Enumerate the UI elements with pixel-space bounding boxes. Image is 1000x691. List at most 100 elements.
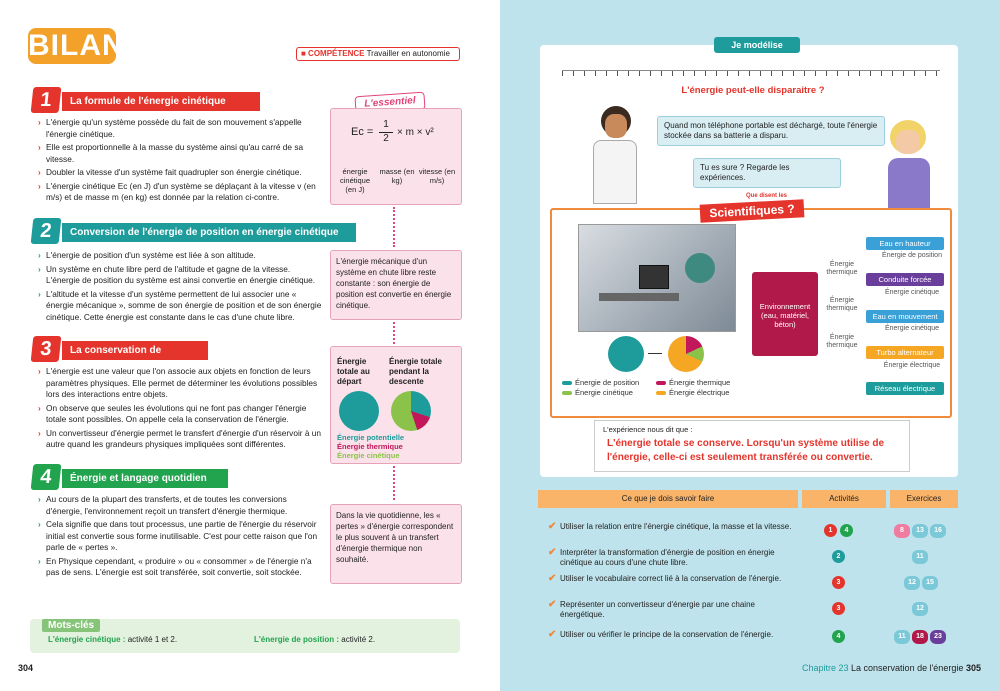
exercise-badge[interactable]: 15 xyxy=(922,576,938,590)
formula-lhs: Ec = xyxy=(351,126,374,138)
section-2-text: L'énergie de position d'un système est l… xyxy=(38,250,322,325)
pie-start xyxy=(339,391,379,431)
legend-thermal: Énergie thermique xyxy=(656,378,730,387)
section-title: Énergie et langage quotidien xyxy=(62,469,228,488)
legend-kinetic: Énergie cinétique xyxy=(337,451,400,460)
experiment-photo xyxy=(578,224,736,332)
chapter-title: La conservation de l'énergie xyxy=(848,663,964,673)
flow-water-high: Eau en hauteur xyxy=(866,237,944,250)
box-mechanical-energy: L'énergie mécanique d'un système en chut… xyxy=(330,250,462,320)
exercise-badge[interactable]: 11 xyxy=(912,550,928,564)
section-number: 4 xyxy=(30,464,62,490)
legend-label: Énergie thermique xyxy=(669,378,731,387)
legend-label: Énergie de position xyxy=(575,378,640,387)
exercise-badge[interactable]: 18 xyxy=(912,630,928,644)
keyword-1: L'énergie cinétique : activité 1 et 2. xyxy=(48,635,177,644)
section-4-text: Au cours de la plupart des transferts, e… xyxy=(38,494,322,581)
bullet: Doubler la vitesse d'un système fait qua… xyxy=(38,167,318,179)
exercise-badge[interactable]: 11 xyxy=(894,630,910,644)
bullet: Elle est proportionnelle à la masse du s… xyxy=(38,142,318,165)
pie-position xyxy=(608,336,644,372)
keyword-2: L'énergie de position : activité 2. xyxy=(254,635,375,644)
flow-label: Énergie électrique xyxy=(883,362,941,369)
exercise-badge[interactable]: 16 xyxy=(930,524,946,538)
row-text: Interpréter la transformation d'énergie … xyxy=(560,548,775,567)
activity-badge[interactable]: 3 xyxy=(832,602,845,615)
formula-box: Ec = 1 2 × m × v² énergie cinétique (en … xyxy=(330,108,462,205)
activity-badge[interactable]: 4 xyxy=(840,524,853,537)
flow-grid: Réseau électrique xyxy=(866,382,944,395)
check-icon: ✔ xyxy=(548,599,557,610)
page-number-right: 305 xyxy=(966,663,982,673)
row-text: Utiliser le vocabulaire correct lié à la… xyxy=(560,574,782,583)
keyword-term: L'énergie de position : xyxy=(254,635,340,644)
formula-label-mass: masse (en kg) xyxy=(379,167,415,185)
section-1-text: L'énergie qu'un système possède du fait … xyxy=(38,117,318,206)
legend-potential: Énergie potentielle xyxy=(337,433,405,442)
pie-header-start: Énergie totale au départ xyxy=(337,357,370,386)
page-number-left: 304 xyxy=(18,663,34,673)
scientists-pre: Que disent les xyxy=(744,193,790,199)
bullet: L'altitude et la vitesse d'un système pe… xyxy=(38,289,322,324)
pie-header-descent: Énergie totale pendant la descente xyxy=(389,357,442,386)
character-girl xyxy=(880,120,936,208)
table-header-skills: Ce que je dois savoir faire xyxy=(538,490,798,508)
dotted-connector xyxy=(393,322,395,344)
bullet: Un convertisseur d'énergie permet le tra… xyxy=(38,428,322,451)
flow-penstock: Conduite forcée xyxy=(866,273,944,286)
check-icon: ✔ xyxy=(548,629,557,640)
competence-tag: ■ COMPÉTENCE Travailler en autonomie xyxy=(296,47,460,61)
exercise-badge[interactable]: 12 xyxy=(904,576,920,590)
thermal-label: Énergie thermique xyxy=(826,261,858,276)
activity-badge[interactable]: 4 xyxy=(832,630,845,643)
formula-denominator: 2 xyxy=(383,133,389,144)
flow-label: Énergie cinétique xyxy=(884,325,940,332)
row-text: Utiliser la relation entre l'énergie cin… xyxy=(560,522,792,531)
competence-label: ■ COMPÉTENCE xyxy=(301,49,365,58)
conclusion-intro: L'expérience nous dit que : xyxy=(603,425,693,434)
bullet: On observe que seules les évolutions qui… xyxy=(38,403,322,426)
bullet: Un système en chute libre perd de l'alti… xyxy=(38,264,322,287)
chapter-footer: Chapitre 23 La conservation de l'énergie xyxy=(802,663,963,673)
flow-turbo: Turbo alternateur xyxy=(866,346,944,359)
legend-label: Énergie électrique xyxy=(669,388,730,397)
flow-label: Énergie cinétique xyxy=(884,289,940,296)
keyword-ref: activité 1 et 2. xyxy=(125,635,178,644)
activity-badge[interactable]: 3 xyxy=(832,576,845,589)
activity-badge[interactable]: 1 xyxy=(824,524,837,537)
conclusion-box: L'expérience nous dit que : L'énergie to… xyxy=(594,420,910,472)
keywords-title: Mots-clés xyxy=(42,619,101,632)
flow-label: Énergie de position xyxy=(882,252,942,259)
bullet: L'énergie de position d'un système est l… xyxy=(38,250,322,262)
ruler-decoration xyxy=(562,70,940,76)
legend-kinetic: Énergie cinétique xyxy=(562,388,633,397)
skills-table: Ce que je dois savoir faire Activités Ex… xyxy=(538,490,958,650)
character-scientist xyxy=(585,106,645,204)
section-number: 2 xyxy=(30,218,62,244)
je-modelise-title: Je modélise xyxy=(714,37,800,53)
exercise-badge[interactable]: 13 xyxy=(912,524,928,538)
chapter-number: Chapitre 23 xyxy=(802,663,849,673)
formula-label-speed: vitesse (en m/s) xyxy=(418,167,456,185)
section-title: La conservation de l'énergie xyxy=(62,341,208,375)
keyword-ref: activité 2. xyxy=(339,635,376,644)
section-number: 1 xyxy=(30,87,62,113)
exercise-badge[interactable]: 12 xyxy=(912,602,928,616)
fraction-bar xyxy=(379,132,393,133)
legend-thermal: Énergie thermique xyxy=(337,442,403,451)
exercise-badge[interactable]: 8 xyxy=(894,524,910,538)
question: L'énergie peut-elle disparaitre ? xyxy=(681,85,825,96)
exercise-badge[interactable]: 23 xyxy=(930,630,946,644)
pie-mixed xyxy=(668,336,704,372)
row-text: Représenter un convertisseur d'énergie p… xyxy=(560,600,755,619)
table-header-exercises: Exercices xyxy=(890,490,958,508)
speech-bubble-1: Quand mon téléphone portable est décharg… xyxy=(657,116,885,146)
check-icon: ✔ xyxy=(548,547,557,558)
row-text: Utiliser ou vérifier le principe de la c… xyxy=(560,630,774,639)
section-3-text: L'énergie est une valeur que l'on associ… xyxy=(38,366,322,453)
activity-badge[interactable]: 2 xyxy=(832,550,845,563)
pie-descent xyxy=(391,391,431,431)
bullet: En Physique cependant, « produire » ou «… xyxy=(38,556,322,579)
bullet: L'énergie cinétique Ec (en J) d'un systè… xyxy=(38,181,318,204)
legend-electric: Énergie électrique xyxy=(656,388,729,397)
